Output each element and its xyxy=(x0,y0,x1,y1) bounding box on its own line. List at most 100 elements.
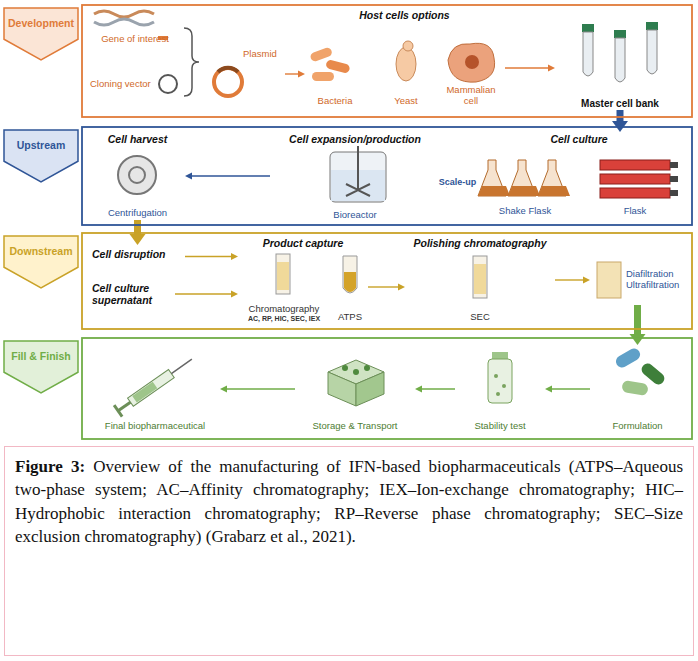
storage-box-icon xyxy=(328,360,384,406)
stage-label: Development xyxy=(8,17,74,29)
arrow-head xyxy=(231,291,238,298)
stage-label-holder: Fill & Finish xyxy=(4,346,78,366)
stage-band: Fill & FinishFormulation Stability testSt… xyxy=(2,337,694,440)
arrow-shaft xyxy=(368,286,399,287)
vector-circle xyxy=(159,75,177,93)
process-item: Stability test xyxy=(455,345,545,433)
arrow-head xyxy=(220,386,227,393)
process-item: Plasmid xyxy=(205,48,285,100)
item-label: AC, RP, HIC, SEC, IEX xyxy=(240,315,328,323)
stability-bottle-icon xyxy=(488,352,512,403)
item-label: Yeast xyxy=(382,96,430,107)
process-item: Cell cultureShake FlaskFlask xyxy=(470,132,688,222)
arrow-head xyxy=(630,334,646,345)
arrow-head xyxy=(398,284,405,291)
mammalian-cell-icon xyxy=(448,43,495,82)
edge-label: Scale-up xyxy=(438,177,478,187)
item-label: Formulation xyxy=(592,421,683,432)
item-label: Diafiltration Ultrafiltration xyxy=(626,269,688,291)
bacteria-icon xyxy=(312,72,334,81)
stage-label: Downstream xyxy=(9,245,72,257)
step-heading: Product capture xyxy=(238,237,368,249)
flow-arrow xyxy=(175,291,238,298)
item-label: Final biopharmaceutical xyxy=(92,421,218,432)
brace xyxy=(184,28,199,96)
flow-arrow xyxy=(630,305,646,345)
process-item: Flask xyxy=(585,150,685,218)
step-heading: Cell disruption xyxy=(92,248,183,260)
flow-arrow xyxy=(555,277,590,284)
process-item: Host cells optionsBacteriaYeast Mammalian… xyxy=(302,8,507,112)
bioreactor-icon xyxy=(330,146,386,202)
process-item: Mammalian cell xyxy=(437,28,505,108)
item-label: Plasmid xyxy=(243,49,283,60)
yeast-bud xyxy=(403,41,413,51)
stage-label-holder: Upstream xyxy=(4,135,78,155)
stage-chevron xyxy=(4,341,78,393)
item-label: Bioreactor xyxy=(272,210,438,221)
item-label: Centrifugation xyxy=(92,208,183,219)
stage-chevron xyxy=(4,8,78,60)
arrow-head xyxy=(130,234,146,245)
caption-box: Figure 3: Overview of the manufacturing … xyxy=(4,446,694,656)
bacteria-icon xyxy=(325,59,351,74)
flow-arrow xyxy=(368,284,405,291)
process-item: Cell disruption xyxy=(90,245,185,263)
nucleus xyxy=(465,55,479,69)
flow-arrow xyxy=(505,65,555,72)
arrow-head xyxy=(415,386,422,393)
stage-panel xyxy=(82,338,692,439)
stage-band: Downstream Cell disruptionCell culture su… xyxy=(2,232,694,330)
arrow-shaft xyxy=(634,305,641,335)
process-item: Product captureChromatographyAC, RP, HIC… xyxy=(236,236,370,326)
flow-arrow xyxy=(185,253,238,260)
flow-arrow xyxy=(545,386,590,393)
arrow-shaft xyxy=(551,388,590,389)
process-item: Shake Flask xyxy=(475,150,575,218)
syringe-icon xyxy=(114,353,196,416)
flow-arrow xyxy=(185,173,270,180)
shake-flask-icons xyxy=(478,160,570,196)
flow-arrow xyxy=(415,386,455,393)
process-item: ATPS xyxy=(332,250,368,324)
step-heading: Cell expansion/production xyxy=(272,133,438,145)
dna-strand xyxy=(94,19,154,25)
cell-bank-tubes xyxy=(582,22,658,82)
stage-label: Fill & Finish xyxy=(11,350,71,362)
item-label: Gene of interest xyxy=(90,34,180,45)
item-label: Cloning vector xyxy=(90,79,158,90)
arrow-shaft xyxy=(505,67,549,68)
stage-chevron xyxy=(4,236,78,288)
formulation-icon xyxy=(614,346,667,396)
item-label: Mammalian cell xyxy=(439,85,503,107)
item-label: Chromatography xyxy=(240,304,328,315)
process-item: Cloning vector xyxy=(88,76,160,92)
stage-label-holder: Development xyxy=(4,13,78,33)
step-heading: Cell harvest xyxy=(92,133,183,145)
flow-arrow xyxy=(285,71,305,78)
process-item: Cell culture supernatant xyxy=(90,278,175,310)
item-label: Storage & Transport xyxy=(297,421,413,432)
process-item: Storage & Transport xyxy=(295,345,415,433)
stage-panel xyxy=(82,233,692,329)
arrow-shaft xyxy=(555,279,584,280)
process-item: ChromatographyAC, RP, HIC, SEC, IEX xyxy=(238,250,330,324)
dna-strand xyxy=(94,11,154,17)
process-item: Cell expansion/productionBioreactor xyxy=(270,132,440,222)
stage-chevron xyxy=(4,130,78,182)
process-item: Master cell bank xyxy=(555,18,685,110)
arrow-head xyxy=(231,253,238,260)
arrow-shaft xyxy=(421,388,455,389)
process-item: Diafiltration Ultrafiltration xyxy=(590,255,690,305)
flask-icons xyxy=(600,160,678,198)
process-item: Bacteria xyxy=(305,28,365,108)
step-heading: Host cells options xyxy=(304,9,505,21)
arrow-shaft xyxy=(185,256,232,257)
step-heading: Cell culture xyxy=(472,133,686,145)
arrow-shaft xyxy=(285,73,299,74)
arrow-shaft xyxy=(175,293,232,294)
sec-column-icon xyxy=(473,256,487,298)
figure-caption: Figure 3: Overview of the manufacturing … xyxy=(15,455,683,549)
centrifuge-rotor xyxy=(129,167,145,183)
yeast-icon xyxy=(396,47,416,81)
